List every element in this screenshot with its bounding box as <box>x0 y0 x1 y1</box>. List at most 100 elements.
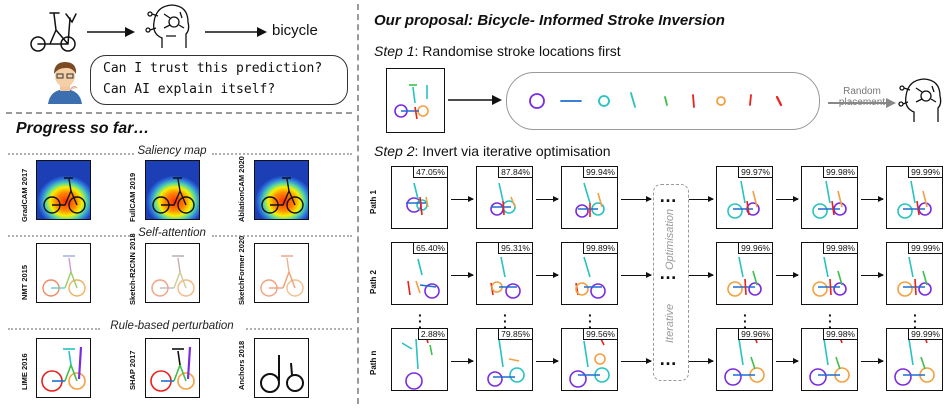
perturbation-thumbnail <box>145 338 200 398</box>
attention-thumbnail <box>254 243 309 303</box>
vertical-ellipsis: ··· <box>503 307 508 335</box>
path-thumbnail: 99.98% <box>801 242 858 305</box>
input-sketch-box <box>386 68 445 133</box>
section-label-rule-based: Rule-based perturbation <box>110 320 234 332</box>
section-rule <box>246 328 352 330</box>
path-thumbnail: 2.88% <box>391 328 448 391</box>
section-rule <box>212 235 352 237</box>
path-thumbnail: 99.99% <box>886 328 943 391</box>
path-label: Path n <box>369 350 378 375</box>
vertical-ellipsis: ··· <box>913 307 918 335</box>
attention-thumbnail <box>145 243 200 303</box>
prediction-label: bicycle <box>272 22 318 39</box>
path-thumbnail: 99.56% <box>561 328 618 391</box>
method-label: FullCAM 2019 <box>128 172 137 222</box>
robot-head-icon <box>145 4 190 48</box>
step1-prefix: Step 1 <box>374 43 415 59</box>
path-label: Path 2 <box>369 269 378 294</box>
confidence-score: 65.40% <box>413 243 447 254</box>
arrow-icon <box>861 196 884 202</box>
arrow-icon <box>621 272 652 278</box>
step1-caption: Step 1: Randomise stroke locations first <box>374 43 621 59</box>
random-placement-line1: Random <box>843 86 881 97</box>
sketch-icon <box>30 12 77 52</box>
path-thumbnail: 79.85% <box>476 328 533 391</box>
question-bubble: Can I trust this prediction? Can AI expl… <box>90 55 348 105</box>
path-thumbnail: 99.89% <box>561 242 618 305</box>
perturbation-thumbnail <box>254 338 309 398</box>
arrow-icon <box>536 358 559 364</box>
bubble-line-1: Can I trust this prediction? <box>103 61 323 76</box>
method-label: SHAP 2017 <box>128 350 137 390</box>
section-rule <box>212 153 352 155</box>
section-rule <box>8 235 134 237</box>
arrow-icon <box>451 196 474 202</box>
method-label: AblationCAM 2020 <box>237 156 246 222</box>
section-label-saliency: Saliency map <box>137 145 207 157</box>
confidence-score: 99.99% <box>908 167 942 178</box>
vertical-ellipsis: ··· <box>743 307 748 335</box>
arrow-icon <box>776 196 799 202</box>
method-label: Sketch-R2CNN 2018 <box>128 233 137 305</box>
path-thumbnail: 99.98% <box>801 166 858 229</box>
step2-prefix: Step 2 <box>374 143 415 159</box>
arrow-icon <box>861 272 884 278</box>
arrow-icon <box>621 358 652 364</box>
arrow-icon <box>689 272 714 278</box>
path-thumbnail: 99.99% <box>886 242 943 305</box>
path-thumbnail: 99.97% <box>716 166 773 229</box>
section-rule <box>8 328 100 330</box>
horizontal-ellipsis: … <box>659 186 678 206</box>
user-avatar-icon <box>48 62 82 104</box>
proposal-title: Our proposal: Bicycle- Informed Stroke I… <box>374 12 725 29</box>
step1-text: : Randomise stroke locations first <box>414 43 621 59</box>
arrow-icon <box>448 95 502 105</box>
path-thumbnail: 99.98% <box>801 328 858 391</box>
confidence-score: 99.89% <box>583 243 617 254</box>
saliency-thumbnail <box>254 160 309 220</box>
attention-thumbnail <box>36 243 91 303</box>
saliency-thumbnail <box>145 160 200 220</box>
arrow-icon <box>689 358 714 364</box>
path-thumbnail: 99.96% <box>716 242 773 305</box>
method-label: Anchors 2018 <box>237 340 246 390</box>
step2-text: : Invert via iterative optimisation <box>414 143 611 159</box>
iterative-optimisation-box <box>653 184 689 381</box>
method-label: LIME 2016 <box>20 353 29 390</box>
confidence-score: 47.05% <box>413 167 447 178</box>
confidence-score: 99.97% <box>738 167 772 178</box>
confidence-score: 99.96% <box>738 243 772 254</box>
arrow-icon <box>621 196 652 202</box>
bubble-line-2: Can AI explain itself? <box>103 82 276 97</box>
confidence-score: 99.94% <box>583 167 617 178</box>
confidence-score: 99.96% <box>738 329 772 340</box>
confidence-score: 79.85% <box>498 329 532 340</box>
path-thumbnail: 95.31% <box>476 242 533 305</box>
path-thumbnail: 99.94% <box>561 166 618 229</box>
confidence-score: 2.88% <box>417 329 447 340</box>
horizontal-divider <box>6 112 352 114</box>
path-thumbnail: 99.99% <box>886 166 943 229</box>
section-rule <box>8 153 134 155</box>
progress-title: Progress so far… <box>16 120 150 137</box>
arrow-icon <box>536 196 559 202</box>
confidence-score: 95.31% <box>498 243 532 254</box>
method-label: GradCAM 2017 <box>20 168 29 222</box>
confidence-score: 99.98% <box>823 167 857 178</box>
vertical-ellipsis: ··· <box>828 307 833 335</box>
optimisation-label: Optimisation <box>664 208 676 270</box>
confidence-score: 99.98% <box>823 329 857 340</box>
arrow-icon <box>776 272 799 278</box>
step2-caption: Step 2: Invert via iterative optimisatio… <box>374 143 611 159</box>
vertical-divider <box>357 4 359 404</box>
vertical-ellipsis: ··· <box>588 307 593 335</box>
arrow-icon <box>451 358 474 364</box>
path-thumbnail: 99.96% <box>716 328 773 391</box>
path-thumbnail: 87.84% <box>476 166 533 229</box>
arrow-to-model-icon <box>87 27 135 37</box>
horizontal-ellipsis: … <box>659 263 678 283</box>
arrow-icon <box>451 272 474 278</box>
arrow-icon <box>689 196 714 202</box>
arrow-icon <box>536 272 559 278</box>
perturbation-thumbnail <box>36 338 91 398</box>
